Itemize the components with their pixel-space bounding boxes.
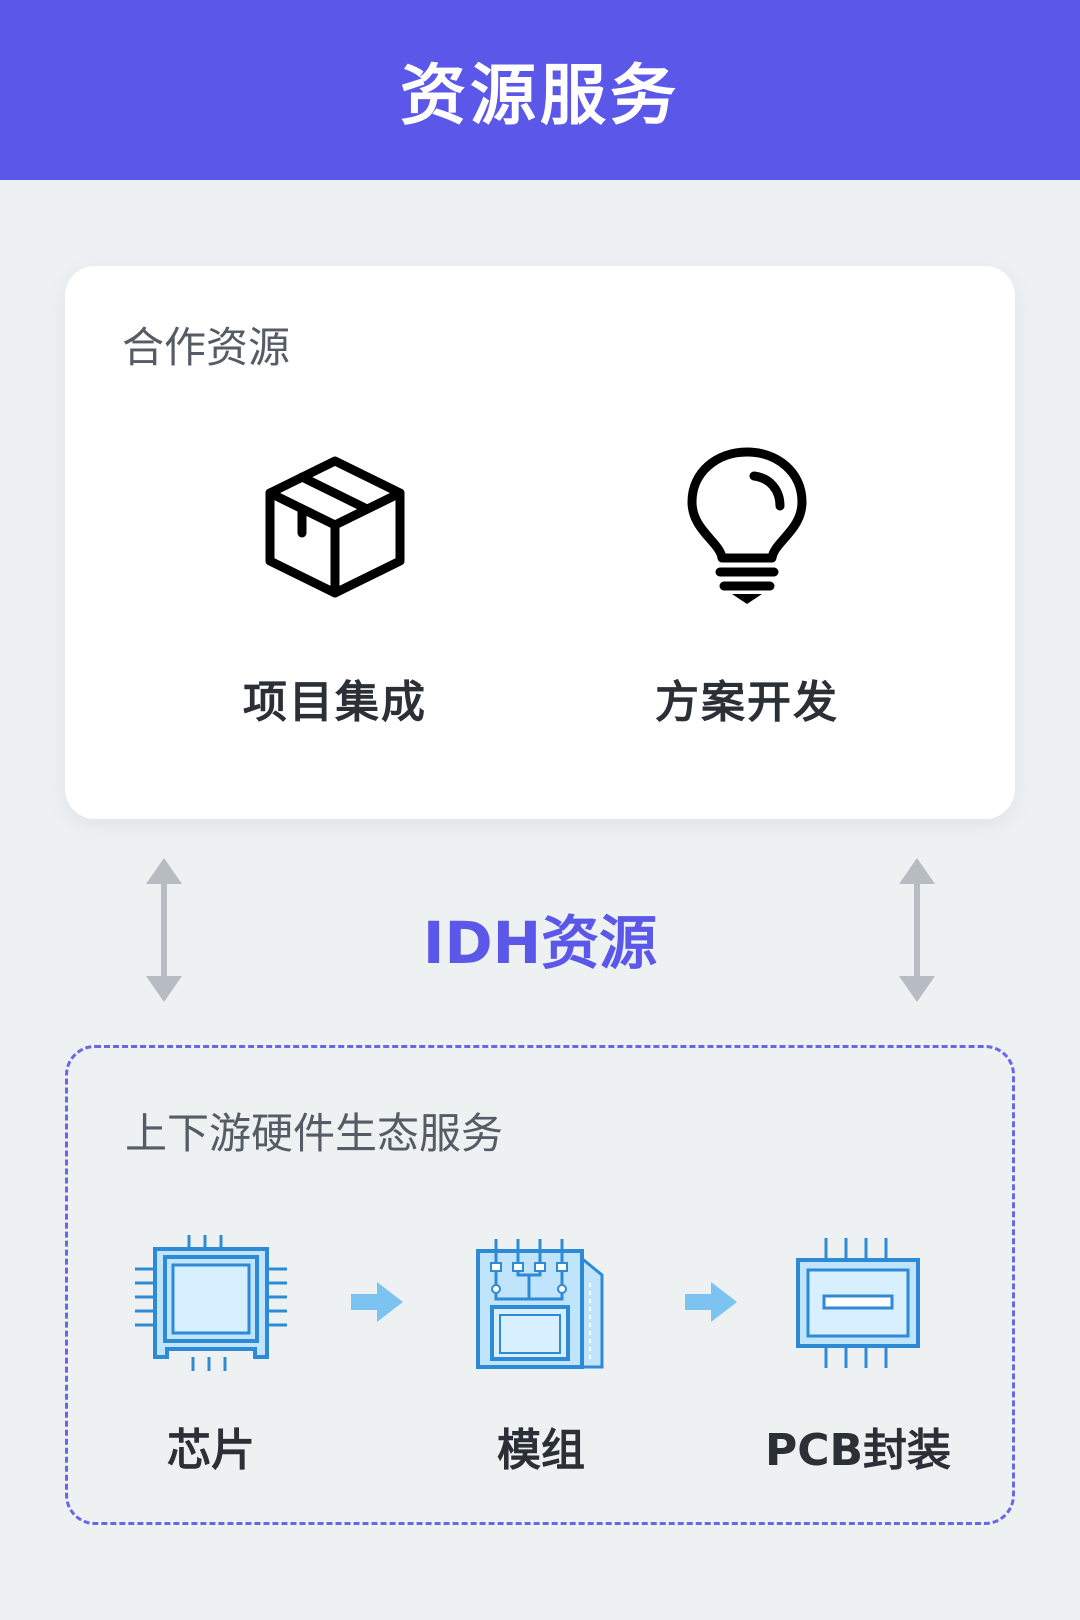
resource-label: 方案开发 (655, 677, 839, 728)
ecosystem-section-title: 上下游硬件生态服务 (125, 1109, 504, 1158)
bidirectional-arrow-right-icon (899, 858, 935, 1002)
page-header: 资源服务 (0, 0, 1080, 180)
flow-arrow-right-icon (685, 1282, 737, 1322)
bidirectional-arrow-left-icon (146, 858, 182, 1002)
resource-item-solution-development[interactable]: 方案开发 (597, 446, 897, 730)
lightbulb-icon (667, 446, 827, 606)
box-icon (255, 446, 415, 606)
module-icon (461, 1228, 621, 1378)
page-title: 资源服务 (400, 57, 680, 134)
resource-label: 项目集成 (243, 677, 427, 728)
chip-icon (131, 1228, 291, 1378)
ecosystem-label: 模组 (497, 1425, 585, 1476)
cooperation-section-title: 合作资源 (122, 323, 291, 372)
pcb-package-icon (778, 1228, 938, 1378)
ecosystem-item-module[interactable]: 模组 (421, 1228, 661, 1478)
resource-item-project-integration[interactable]: 项目集成 (185, 446, 485, 730)
flow-arrow-right-icon (351, 1282, 403, 1322)
ecosystem-label: PCB封装 (764, 1425, 952, 1476)
idh-resources-label: IDH资源 (422, 909, 658, 977)
ecosystem-item-chip[interactable]: 芯片 (91, 1228, 331, 1478)
cooperation-resources-card: 合作资源 项目集成 (65, 266, 1015, 819)
hardware-ecosystem-box: 上下游硬件生态服务 芯片 (65, 1045, 1015, 1525)
ecosystem-item-pcb-package[interactable]: PCB封装 (738, 1228, 978, 1478)
ecosystem-label: 芯片 (167, 1425, 255, 1476)
